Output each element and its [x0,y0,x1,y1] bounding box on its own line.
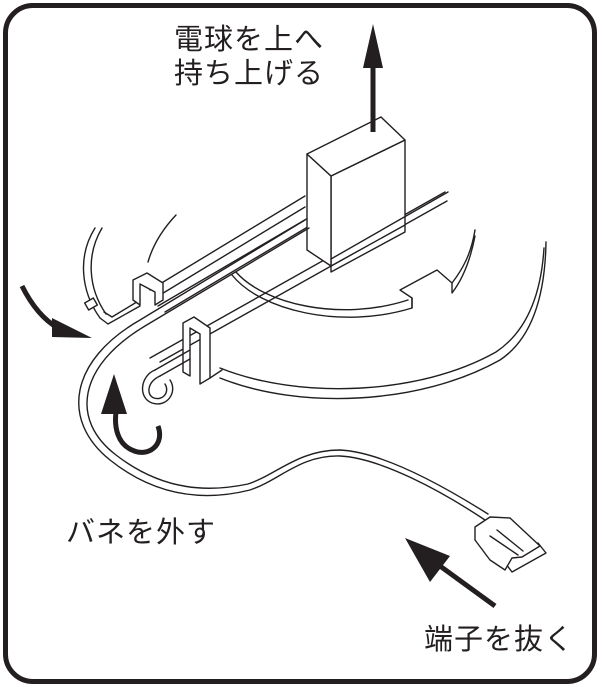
reflector-outer-arc-left [82,227,101,319]
upper-bracket [132,272,164,306]
upper-rail [83,195,322,325]
pull-terminal-label: 端子を抜く [424,622,575,656]
bulb-body [306,116,449,273]
power-cord [78,219,489,521]
reflector-outer-arc-left-inner [90,227,107,315]
reflector-back-arcs [82,214,177,319]
swing-in-arrow [19,284,92,338]
lift-bulb-label-line2: 持ち上げる [174,56,325,90]
terminal-connector [474,516,547,573]
upper-rail-line-3 [157,212,322,313]
outer-reflector-plate [219,241,547,400]
spring-rod [154,349,191,371]
cord-inner [86,227,489,515]
spring-loop [141,369,174,405]
wire-bend-left [99,305,141,325]
lower-bracket [182,316,223,385]
upper-rail-line-1 [149,195,306,291]
spring-hook [141,349,191,405]
lift-up-arrow [363,24,383,132]
inner-plate-rim [451,235,476,294]
outer-plate-arc-inner [219,247,545,390]
wire-clip [83,297,99,311]
lift-bulb-label: 電球を上へ 持ち上げる [174,22,324,90]
bulb-top-face [306,116,406,177]
outer-plate-arc [219,241,547,400]
connector-housing [474,516,541,571]
inner-plate-arc-edge [235,271,409,311]
remove-spring-label: バネを外す [66,515,217,549]
hook-release-arrow [101,374,163,455]
inner-reflector-plate [231,229,476,318]
reflector-inner-arc-left [147,214,177,263]
pull-out-arrow [405,538,497,609]
upper-rail-line-2 [154,206,306,299]
inner-plate-arc [231,229,476,318]
rail-over-bulb [330,191,449,260]
lift-bulb-label-line1: 電球を上へ [174,22,325,56]
cord-outer [78,219,486,521]
illustration-frame [3,3,597,684]
